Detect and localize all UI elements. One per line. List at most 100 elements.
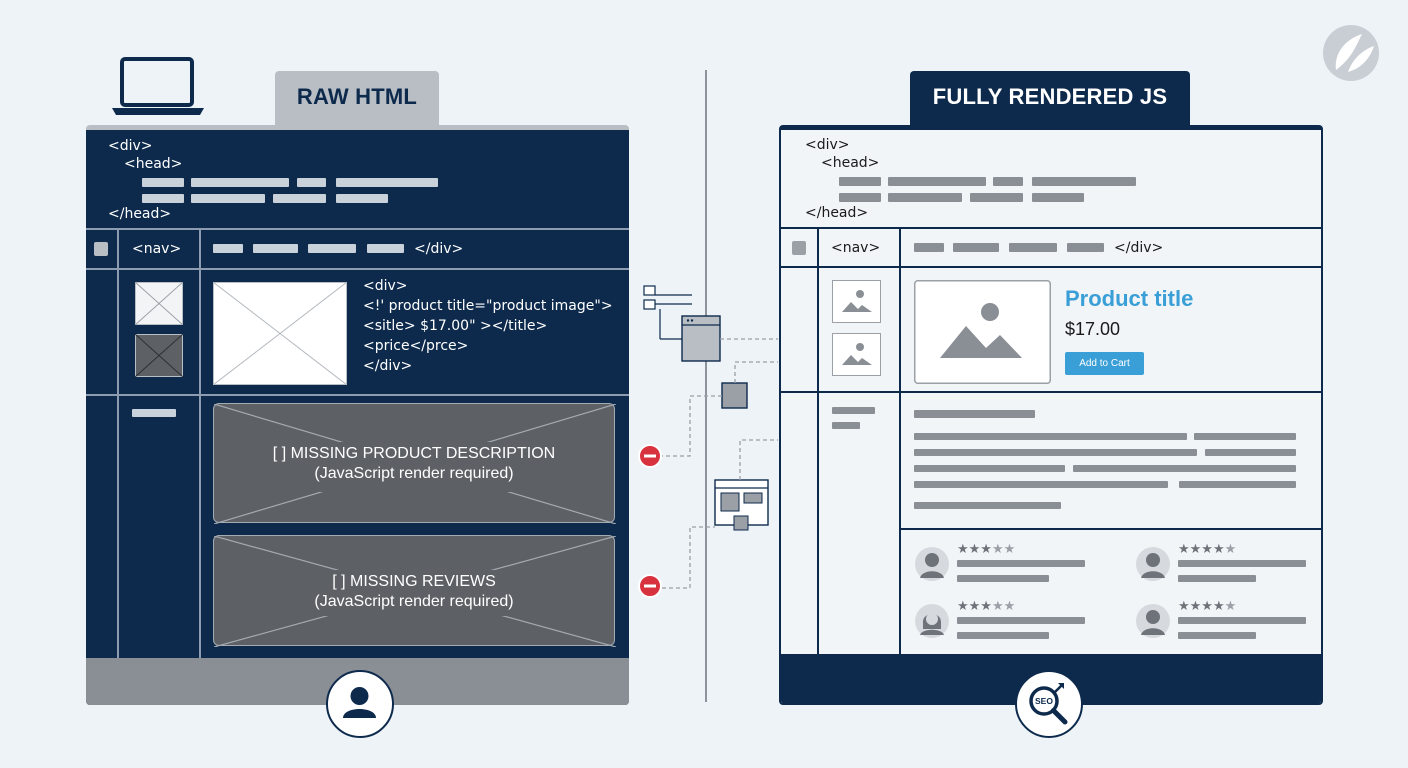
rendered-nav-item: [914, 243, 944, 252]
raw-code-head-open: <head>: [124, 156, 183, 172]
raw-code-head-close: </head>: [108, 206, 172, 222]
missing-reviews-title: [ ] MISSING REVIEWS: [332, 573, 496, 590]
raw-sidebar-line: [132, 409, 176, 417]
add-to-cart-button[interactable]: Add to Cart: [1065, 352, 1144, 375]
layout-window-icon: [714, 479, 769, 531]
tree-structure-icon: [643, 285, 692, 340]
raw-code-line: [297, 178, 326, 187]
rendered-main-product-image: [914, 280, 1051, 384]
error-minus-icon: [638, 574, 662, 598]
rendered-code-div-open: <div>: [805, 137, 850, 153]
review-text-line: [1178, 632, 1256, 639]
rendered-code-line: [1032, 193, 1084, 202]
review-stars: ★★★★★: [1178, 598, 1237, 613]
raw-nav-item: [367, 244, 404, 253]
component-block-icon: [721, 382, 748, 409]
rendered-grid-line: [817, 227, 819, 657]
description-line: [914, 465, 1065, 472]
tab-raw-html: RAW HTML: [275, 71, 439, 127]
raw-code-line: [142, 178, 184, 187]
product-price: $17.00: [1065, 319, 1121, 339]
user-icon: [326, 670, 394, 738]
seo-magnifier-icon: SEO: [1015, 670, 1083, 738]
missing-description-box: [ ] MISSING PRODUCT DESCRIPTION (JavaScr…: [213, 403, 616, 524]
description-line: [1205, 449, 1296, 456]
review-text-line: [957, 575, 1049, 582]
review-stars: ★★★★★: [957, 598, 1016, 613]
rendered-nav-item: [1067, 243, 1104, 252]
reviewer-avatar-icon: [915, 547, 949, 581]
raw-nav-item: [308, 244, 356, 253]
rendered-grid-line: [781, 227, 1321, 229]
description-line: [914, 449, 1197, 456]
raw-nav-close: </div>: [414, 241, 464, 257]
description-line: [1179, 481, 1296, 488]
raw-code-line: [191, 178, 289, 187]
laptop-icon: [110, 56, 206, 118]
rendered-grid-line: [781, 266, 1321, 268]
raw-html-panel: <div> <head> </head> <nav> </div> <div> …: [86, 125, 629, 705]
tab-raw-html-label: RAW HTML: [296, 84, 418, 109]
raw-product-code-line: <sitle> $17.00" ></title>: [363, 318, 548, 334]
raw-nav-item: [213, 244, 243, 253]
rendered-nav-item: [1009, 243, 1057, 252]
review-item: ★★★★★: [914, 541, 1104, 587]
seo-text: SEO: [1035, 696, 1053, 706]
rendered-grid-line: [899, 528, 1321, 530]
reviewer-avatar-icon: [1136, 547, 1170, 581]
rendered-nav-label: <nav>: [831, 240, 881, 256]
description-line: [1073, 465, 1296, 472]
raw-code-line: [336, 178, 438, 187]
tab-fully-rendered-js: FULLY RENDERED JS: [910, 71, 1190, 127]
description-line: [1194, 433, 1296, 440]
missing-description-title: [ ] MISSING PRODUCT DESCRIPTION: [272, 445, 556, 462]
review-stars: ★★★★★: [957, 541, 1016, 556]
rendered-code-line: [888, 193, 962, 202]
brand-logo: [1322, 24, 1380, 82]
center-divider: [705, 70, 707, 702]
rendered-code-line: [1032, 177, 1136, 186]
rendered-sidebar-line: [832, 422, 860, 429]
raw-main-image-placeholder: [212, 281, 348, 386]
missing-reviews-box: [ ] MISSING REVIEWS (JavaScript render r…: [213, 535, 616, 647]
raw-code-line: [191, 194, 265, 203]
review-text-line: [1178, 617, 1306, 624]
missing-reviews-subtitle: (JavaScript render required): [314, 593, 514, 610]
review-text-line: [1178, 575, 1256, 582]
review-text-line: [957, 632, 1049, 639]
review-item: ★★★★★: [1135, 541, 1321, 587]
raw-grid-line: [199, 228, 201, 658]
rendered-thumbnail-image: [832, 280, 881, 323]
rendered-code-head-close: </head>: [805, 205, 869, 221]
review-item: ★★★★★: [914, 598, 1104, 644]
raw-nav-item: [253, 244, 298, 253]
description-line: [914, 433, 1187, 440]
product-title: Product title: [1065, 286, 1194, 311]
review-stars: ★★★★★: [1178, 541, 1237, 556]
rendered-code-line: [993, 177, 1023, 186]
raw-product-code-line: <div>: [363, 278, 408, 294]
review-text-line: [957, 617, 1085, 624]
rendered-code-line: [888, 177, 986, 186]
description-line: [914, 481, 1168, 488]
browser-window-icon: [681, 315, 721, 362]
raw-code-line: [142, 194, 184, 203]
raw-thumbnail-placeholder: [134, 333, 184, 378]
rendered-nav-item: [953, 243, 999, 252]
description-heading-line: [914, 410, 1035, 418]
raw-thumbnail-placeholder: [134, 281, 184, 326]
description-line: [914, 502, 1061, 509]
rendered-code-line: [970, 193, 1023, 202]
rendered-nav-checkbox: [792, 241, 806, 255]
raw-grid-line: [86, 394, 629, 396]
raw-product-code-line: <!' product title="product image">: [363, 298, 613, 314]
rendered-code-line: [839, 177, 881, 186]
raw-code-line: [336, 194, 388, 203]
rendered-grid-line: [899, 227, 901, 657]
review-item: ★★★★★: [1135, 598, 1321, 644]
raw-grid-line: [86, 228, 629, 230]
raw-product-code-line: </div>: [363, 358, 413, 374]
reviewer-avatar-icon: [915, 604, 949, 638]
error-minus-icon: [638, 444, 662, 468]
raw-product-code-line: <price</prce>: [363, 338, 469, 354]
